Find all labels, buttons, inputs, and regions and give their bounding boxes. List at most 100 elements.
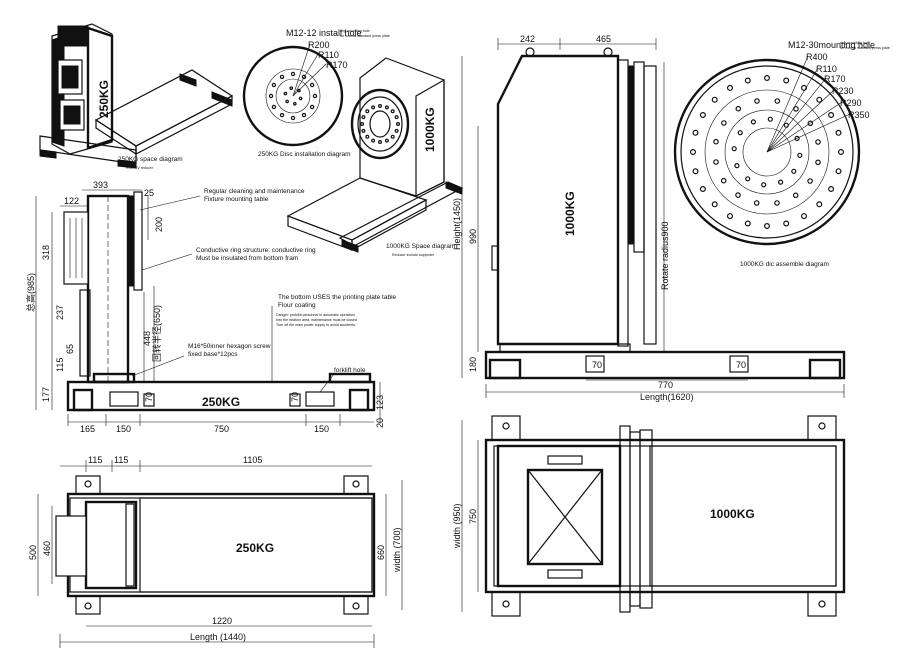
- bolt-hole: [394, 115, 399, 120]
- iso-250-subcaption: RSG RV reducer: [126, 166, 154, 170]
- svg-text:460: 460: [42, 541, 52, 556]
- bolt-hole: [396, 121, 401, 126]
- svg-text:165: 165: [80, 424, 95, 434]
- disc-1000-r350: R350: [848, 110, 870, 120]
- side-1000-housing: [496, 54, 620, 346]
- bolt-hole: [754, 98, 760, 104]
- bolt-hole: [371, 105, 376, 110]
- bolt-hole: [720, 177, 727, 184]
- bolt-hole: [815, 159, 821, 166]
- svg-text:200: 200: [154, 217, 164, 232]
- bolt-hole: [837, 149, 844, 156]
- bolt-hole: [699, 186, 706, 193]
- svg-text:237: 237: [55, 305, 65, 320]
- bolt-hole: [721, 120, 727, 126]
- svg-text:115: 115: [88, 455, 102, 465]
- bolt-hole: [767, 116, 773, 122]
- bolt-hole: [793, 106, 799, 112]
- bolt-hole: [292, 102, 297, 106]
- disc-250-holes: [268, 71, 318, 121]
- svg-text:Turn off the main power supply: Turn off the main power supply to avoid …: [276, 323, 356, 327]
- disc-1000-holes: [689, 74, 844, 230]
- bolt-hole: [290, 71, 296, 77]
- svg-text:180: 180: [468, 357, 478, 372]
- svg-text:393: 393: [93, 180, 108, 190]
- disc-250-r110: R110: [318, 50, 339, 60]
- svg-text:Reducer include supporter: Reducer include supporter: [392, 253, 435, 257]
- bolt-hole: [285, 99, 289, 104]
- svg-text:回转半径(650): 回转半径(650): [151, 305, 162, 362]
- svg-text:70: 70: [736, 360, 746, 370]
- bolt-hole: [361, 128, 366, 133]
- bolt-hole: [735, 192, 741, 198]
- svg-text:25: 25: [144, 188, 154, 198]
- svg-text:115: 115: [55, 358, 65, 372]
- bolt-hole: [384, 105, 389, 110]
- disc-1000-hole-note: M12-30mounting hole: [788, 40, 875, 50]
- svg-text:318: 318: [41, 245, 51, 260]
- bolt-hole: [699, 111, 706, 118]
- bolt-hole: [774, 98, 781, 104]
- bolt-hole: [828, 111, 835, 118]
- bolt-hole: [378, 103, 383, 108]
- svg-text:115: 115: [114, 455, 128, 465]
- svg-text:750: 750: [214, 424, 229, 434]
- svg-text:660: 660: [376, 545, 386, 560]
- bolt-hole: [835, 168, 842, 175]
- top-1000-view: 1000KG width (950) 750: [452, 415, 846, 617]
- side-1000-height: Height(1450): [452, 198, 462, 250]
- bolt-hole: [692, 129, 699, 136]
- side-250-danger: Danger: prohibit personnel in automatic …: [276, 313, 355, 317]
- svg-text:ring mounting hole: ring mounting hole: [840, 41, 870, 45]
- disc-1000-r230: R230: [832, 86, 854, 96]
- disc-1000-view: M12-30mounting hole ring mounting hole f…: [673, 40, 890, 268]
- svg-text:Fixture mounting table: Fixture mounting table: [204, 196, 269, 203]
- bolt-hole: [713, 159, 719, 165]
- svg-text:500: 500: [28, 545, 38, 560]
- bolt-hole: [777, 179, 784, 185]
- bolt-hole: [689, 149, 696, 156]
- top-250-view: 250KG 115 115 1105 500 460 660 width (70…: [28, 455, 403, 648]
- bolt-hole: [271, 104, 277, 110]
- bolt-hole: [763, 223, 770, 230]
- bolt-hole: [783, 77, 790, 84]
- svg-text:150: 150: [116, 424, 131, 434]
- top-250-width: width (700): [392, 527, 402, 573]
- bolt-hole: [800, 213, 807, 220]
- side-250-note-conductive: Conductive ring structure: conductive ri…: [196, 247, 316, 254]
- bolt-hole: [744, 77, 751, 84]
- iso-250-table-top: [94, 69, 234, 147]
- iso-250-view: 250KG 250KG space diagram RSG RV reducer: [39, 23, 234, 170]
- bolt-hole: [807, 178, 813, 184]
- side-250-label: 250KG: [202, 395, 240, 409]
- bolt-hole: [735, 105, 742, 112]
- side-1000-label: 1000KG: [563, 191, 577, 236]
- svg-text:1105: 1105: [243, 455, 262, 465]
- bolt-hole: [365, 134, 370, 139]
- svg-text:Must be insulated from bottom: Must be insulated from bottom fram: [196, 255, 298, 262]
- bolt-hole: [365, 109, 370, 114]
- bolt-hole: [312, 93, 318, 99]
- bolt-hole: [783, 122, 789, 128]
- side-1000-base: [484, 350, 846, 380]
- side-250-note-screw: M16*50inner hexagon screw: [188, 343, 271, 350]
- bolt-hole: [744, 220, 751, 227]
- side-250-note-forklift: forklift hole: [334, 367, 366, 374]
- svg-text:Flour coating: Flour coating: [278, 302, 316, 309]
- bolt-hole: [774, 200, 780, 206]
- bolt-hole: [783, 220, 790, 227]
- bolt-hole: [731, 146, 737, 152]
- bolt-hole: [711, 201, 718, 208]
- bolt-hole: [726, 84, 733, 91]
- svg-text:770: 770: [658, 380, 673, 390]
- side-250-note-cleaning: Regular cleaning and maintenance: [204, 188, 305, 195]
- iso-1000-view: 1000KG 1000KG Space diagram Reducer incl…: [286, 57, 464, 257]
- bolt-hole: [378, 140, 383, 145]
- bolt-hole: [750, 119, 757, 125]
- top-250-frame: [66, 492, 376, 598]
- iso-250-caption: 250KG space diagram: [118, 156, 183, 163]
- bolt-hole: [745, 176, 751, 182]
- bolt-hole: [763, 74, 770, 81]
